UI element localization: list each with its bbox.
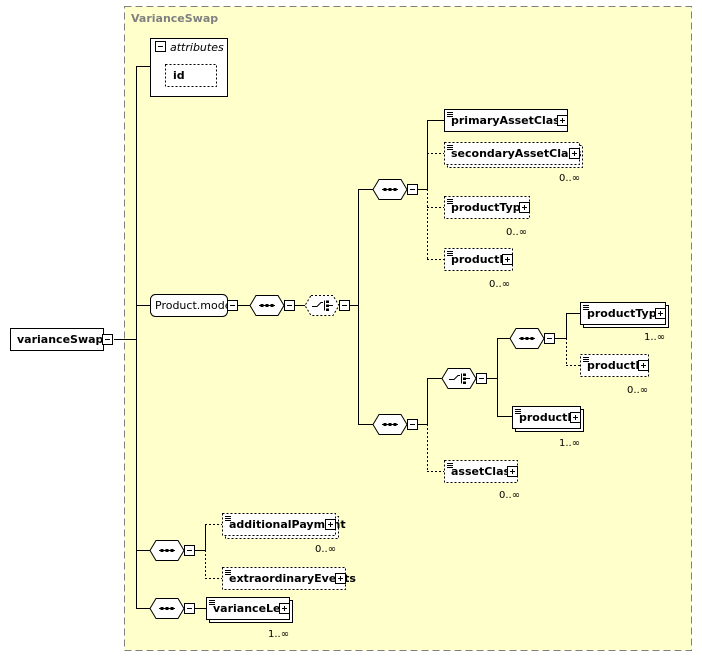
sequence-icon (382, 188, 398, 191)
collapse-icon[interactable] (339, 300, 350, 311)
documentation-icon (447, 145, 453, 150)
documentation-icon (447, 112, 453, 117)
sequence-icon (259, 304, 275, 307)
documentation-icon (447, 463, 453, 468)
choice-compositor[interactable] (304, 295, 350, 316)
cardinality-label: 0..∞ (315, 544, 336, 555)
group-panel (124, 6, 692, 651)
optional-connector-lines (205, 153, 580, 579)
sequence-icon (382, 423, 398, 426)
choice-compositor[interactable] (441, 368, 487, 389)
expand-icon[interactable] (502, 254, 513, 265)
cardinality-label: 1..∞ (644, 332, 665, 343)
element-primaryAssetClass[interactable]: primaryAssetClass (444, 109, 568, 132)
connector-lines (114, 66, 580, 609)
collapse-icon[interactable] (544, 333, 555, 344)
root-element[interactable]: varianceSwap (10, 328, 113, 351)
cardinality-label: 1..∞ (268, 629, 289, 640)
cardinality-label: 0..∞ (499, 490, 520, 501)
documentation-icon (209, 600, 215, 605)
compositors (149, 179, 555, 619)
attributes-header: attributes (170, 41, 224, 54)
sequence-icon (519, 337, 535, 340)
cardinality-label: 1..∞ (559, 438, 580, 449)
collapse-icon[interactable] (284, 300, 295, 311)
documentation-icon (225, 516, 231, 521)
element-productType2[interactable]: productType 1..∞ (580, 302, 669, 344)
element-label: extraordinaryEvents (229, 572, 356, 585)
element-varianceLeg[interactable]: varianceLeg 1..∞ (206, 597, 293, 641)
product-model-label: Product.model (155, 299, 235, 312)
cardinality-label: 0..∞ (559, 173, 580, 184)
expand-icon[interactable] (655, 308, 666, 319)
expand-icon[interactable] (507, 466, 518, 477)
element-label: productId (451, 253, 511, 266)
collapse-icon[interactable] (184, 603, 195, 614)
element-label: varianceLeg (213, 602, 288, 615)
group-title: VarianceSwap (131, 12, 218, 25)
cardinality-label: 0..∞ (489, 279, 510, 290)
documentation-icon (225, 570, 231, 575)
elements: primaryAssetClass secondaryAssetClass 0..∞… (206, 109, 669, 641)
element-label: secondaryAssetClass (451, 147, 582, 160)
collapse-icon[interactable] (476, 373, 487, 384)
sequence-compositor[interactable] (509, 328, 555, 349)
expand-icon[interactable] (519, 202, 530, 213)
element-extraordinaryEvents[interactable]: extraordinaryEvents (222, 567, 357, 590)
element-assetClass[interactable]: assetClass 0..∞ (444, 460, 521, 502)
element-secondaryAssetClass[interactable]: secondaryAssetClass 0..∞ (444, 142, 583, 185)
documentation-icon (583, 357, 589, 362)
root-element-label: varianceSwap (17, 333, 104, 346)
documentation-icon (515, 409, 521, 414)
sequence-compositor[interactable] (149, 540, 195, 561)
element-label: additionalPayment (229, 518, 346, 531)
sequence-icon (159, 549, 175, 552)
element-label: productId (519, 411, 579, 424)
expand-icon[interactable] (335, 573, 346, 584)
element-productId3[interactable]: productId 1..∞ (512, 406, 584, 450)
sequence-icon (159, 607, 175, 610)
documentation-icon (447, 199, 453, 204)
attribute-id-label: id (173, 69, 185, 82)
element-label: primaryAssetClass (451, 114, 567, 127)
documentation-icon (583, 305, 589, 310)
element-label: productType (451, 201, 528, 214)
collapse-icon[interactable] (184, 545, 195, 556)
cardinality-label: 0..∞ (627, 385, 648, 396)
element-label: assetClass (451, 465, 517, 478)
collapse-icon[interactable] (407, 419, 418, 430)
expand-icon[interactable] (570, 412, 581, 423)
expand-icon[interactable] (638, 360, 649, 371)
element-productId1[interactable]: productId 0..∞ (444, 248, 513, 291)
element-label: productType (587, 307, 664, 320)
documentation-icon (447, 251, 453, 256)
sequence-compositor[interactable] (249, 295, 295, 316)
expand-icon[interactable] (569, 148, 580, 159)
collapse-icon[interactable] (407, 184, 418, 195)
expand-icon[interactable] (325, 519, 336, 530)
attribute-id-box[interactable] (165, 64, 217, 87)
sequence-compositor[interactable] (149, 598, 195, 619)
sequence-compositor[interactable] (372, 414, 418, 435)
expand-icon[interactable] (279, 603, 290, 614)
expand-icon[interactable] (557, 115, 568, 126)
element-label: productId (587, 359, 647, 372)
element-additionalPayment[interactable]: additionalPayment 0..∞ (222, 513, 346, 556)
cardinality-label: 0..∞ (506, 227, 527, 238)
choice-icon (449, 373, 470, 384)
choice-icon (312, 300, 333, 311)
element-productId2[interactable]: productId 0..∞ (580, 354, 649, 397)
element-productType1[interactable]: productType 0..∞ (444, 196, 530, 239)
product-model-group[interactable]: Product.model (150, 294, 238, 317)
attributes-box: attributes id (150, 38, 228, 97)
sequence-compositor[interactable] (372, 179, 418, 200)
